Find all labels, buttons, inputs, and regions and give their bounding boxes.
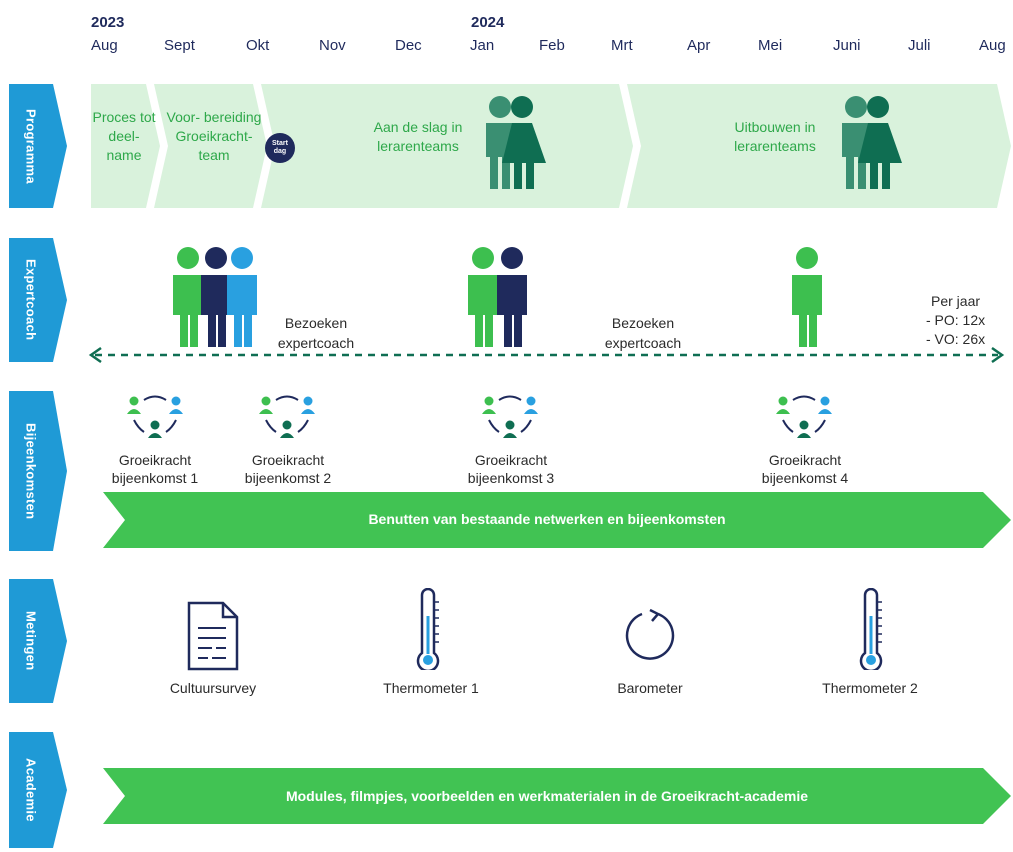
people-group-icon bbox=[173, 247, 257, 347]
row-label-academie: Academie bbox=[9, 732, 69, 848]
month-label: Sept bbox=[164, 37, 195, 54]
row-label-bijeenkomsten: Bijeenkomsten bbox=[9, 391, 69, 551]
meeting-label-1: Groeikracht bijeenkomst 1 bbox=[111, 452, 199, 486]
phase-4-label: Uitbouwen in lerarenteams bbox=[734, 119, 816, 154]
month-label: Juni bbox=[833, 37, 861, 54]
phase-1-label: Proces tot deel- name bbox=[92, 109, 156, 163]
row-label-text: Bijeenkomsten bbox=[23, 422, 39, 520]
month-label: Jan bbox=[470, 37, 495, 54]
networks-band-text: Benutten van bestaande netwerken en bije… bbox=[368, 511, 726, 527]
month-label: Aug bbox=[979, 37, 1006, 54]
phase-4-shape bbox=[627, 84, 1011, 208]
row-label-text: Programma bbox=[23, 108, 39, 184]
document-icon bbox=[187, 601, 239, 671]
measurement-label-1: Cultuursurvey bbox=[169, 680, 257, 696]
row-label-text: Academie bbox=[23, 758, 39, 822]
month-label: Dec bbox=[395, 37, 422, 54]
row-label-text: Metingen bbox=[23, 611, 39, 671]
academy-band bbox=[103, 768, 1011, 824]
meeting-group-icon bbox=[482, 395, 538, 438]
month-label: Apr bbox=[687, 37, 711, 54]
chevron-shape bbox=[9, 391, 67, 551]
couple-icon bbox=[842, 96, 902, 189]
row-label-expertcoach: Expertcoach bbox=[9, 238, 69, 362]
thermometer-icon bbox=[416, 588, 440, 670]
row-label-text: Expertcoach bbox=[23, 259, 39, 341]
chevron-shape bbox=[9, 579, 67, 703]
measurement-label-2: Thermometer 1 bbox=[383, 680, 479, 696]
per-year-po: - PO: 12x bbox=[926, 312, 986, 328]
measurement-label-4: Thermometer 2 bbox=[822, 680, 918, 696]
month-label: Aug bbox=[91, 37, 118, 54]
visits-label-2: Bezoeken expertcoach bbox=[604, 315, 682, 351]
meeting-group-icon bbox=[127, 395, 183, 438]
visits-label-1: Bezoeken expertcoach bbox=[277, 315, 355, 351]
couple-icon bbox=[486, 96, 546, 189]
measurement-label-3: Barometer bbox=[617, 680, 683, 696]
networks-band bbox=[103, 492, 1011, 548]
phase-3-shape bbox=[261, 84, 633, 208]
meeting-label-2: Groeikracht bijeenkomst 2 bbox=[244, 452, 332, 486]
thermometer-icon bbox=[859, 588, 883, 670]
year-label-2024: 2024 bbox=[471, 14, 505, 31]
month-label: Juli bbox=[908, 37, 931, 54]
person-icon bbox=[792, 247, 822, 347]
per-year-title: Per jaar bbox=[931, 293, 981, 309]
meeting-group-icon bbox=[776, 395, 832, 438]
barometer-refresh-icon bbox=[625, 608, 675, 660]
people-pair-icon bbox=[468, 247, 527, 347]
phase-2-label: Voor- bereiding Groeikracht- team bbox=[166, 109, 262, 163]
month-label: Mei bbox=[758, 37, 783, 54]
academy-band-text: Modules, filmpjes, voorbeelden en werkma… bbox=[285, 788, 809, 804]
row-label-programma: Programma bbox=[9, 84, 69, 208]
chevron-shape bbox=[9, 732, 67, 848]
month-label: Feb bbox=[539, 37, 565, 54]
phase-1-shape bbox=[91, 84, 160, 208]
year-label-2023: 2023 bbox=[91, 14, 125, 31]
chevron-shape bbox=[9, 238, 67, 362]
meeting-group-icon bbox=[259, 395, 315, 438]
row-label-metingen: Metingen bbox=[9, 579, 69, 703]
month-label: Mrt bbox=[611, 37, 633, 54]
phase-2-shape bbox=[154, 84, 267, 208]
phase-3-label: Aan de slag in lerarenteams bbox=[373, 119, 463, 154]
meeting-label-4: Groeikracht bijeenkomst 4 bbox=[761, 452, 849, 486]
meeting-label-3: Groeikracht bijeenkomst 3 bbox=[467, 452, 555, 486]
timeline-arrow bbox=[88, 346, 1005, 364]
start-day-badge: Start dag bbox=[265, 133, 295, 163]
per-year-box: Per jaar - PO: 12x - VO: 26x bbox=[915, 292, 1011, 349]
per-year-vo: - VO: 26x bbox=[926, 331, 986, 347]
month-label: Okt bbox=[246, 37, 270, 54]
month-label: Nov bbox=[319, 37, 346, 54]
chevron-shape bbox=[9, 84, 67, 208]
